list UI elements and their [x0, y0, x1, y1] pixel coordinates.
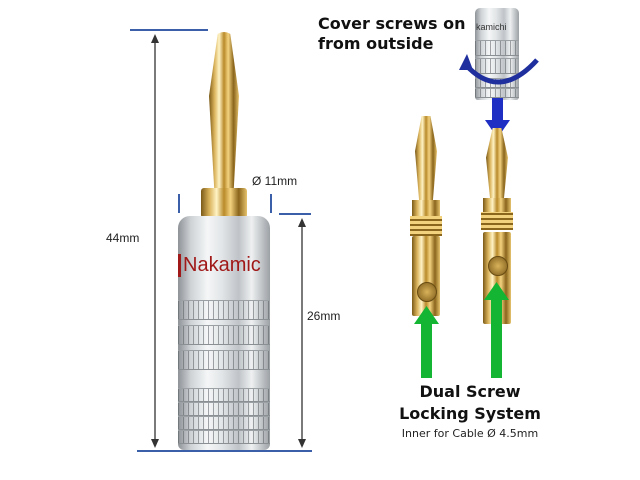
overall-length-label: 44mm [106, 231, 140, 245]
thread [481, 212, 513, 230]
caption-subtext: Inner for Cable Ø 4.5mm [401, 427, 539, 440]
rotate-arrow-icon [459, 54, 539, 85]
thread [410, 216, 442, 236]
knurl-ring [178, 402, 270, 416]
caption-line1: Dual Screw [419, 382, 521, 401]
main-banana-plug: Nakamic [178, 32, 270, 452]
knurl-ring [178, 416, 270, 430]
gold-plug-open [409, 116, 443, 316]
cover-note: Cover screws on from outside [318, 14, 465, 54]
set-screw [488, 256, 508, 276]
knurl-ring [178, 350, 270, 370]
cover-sleeve: kamichi [475, 8, 519, 100]
set-screw [417, 282, 437, 302]
brand-label: Nakamic [178, 254, 275, 277]
knurl-ring [178, 300, 270, 320]
cover-brand-label: kamichi [476, 22, 507, 32]
gold-tip [209, 32, 239, 192]
gold-collar [201, 188, 247, 218]
caption-line2: Locking System [399, 404, 541, 423]
knurl-ring [178, 325, 270, 345]
cover-note-line1: Cover screws on [318, 14, 466, 33]
up-arrow-icon [414, 306, 439, 378]
knurl-ring [178, 388, 270, 402]
diameter-label: Ø 11mm [252, 174, 298, 188]
gold-plug-covered [480, 128, 514, 324]
knurl-ring [178, 430, 270, 444]
cover-note-line2: from outside [318, 34, 434, 53]
up-arrow-icon [484, 282, 509, 378]
locking-system-caption: Dual Screw Locking System Inner for Cabl… [370, 381, 570, 440]
body-length-label: 26mm [307, 309, 341, 323]
